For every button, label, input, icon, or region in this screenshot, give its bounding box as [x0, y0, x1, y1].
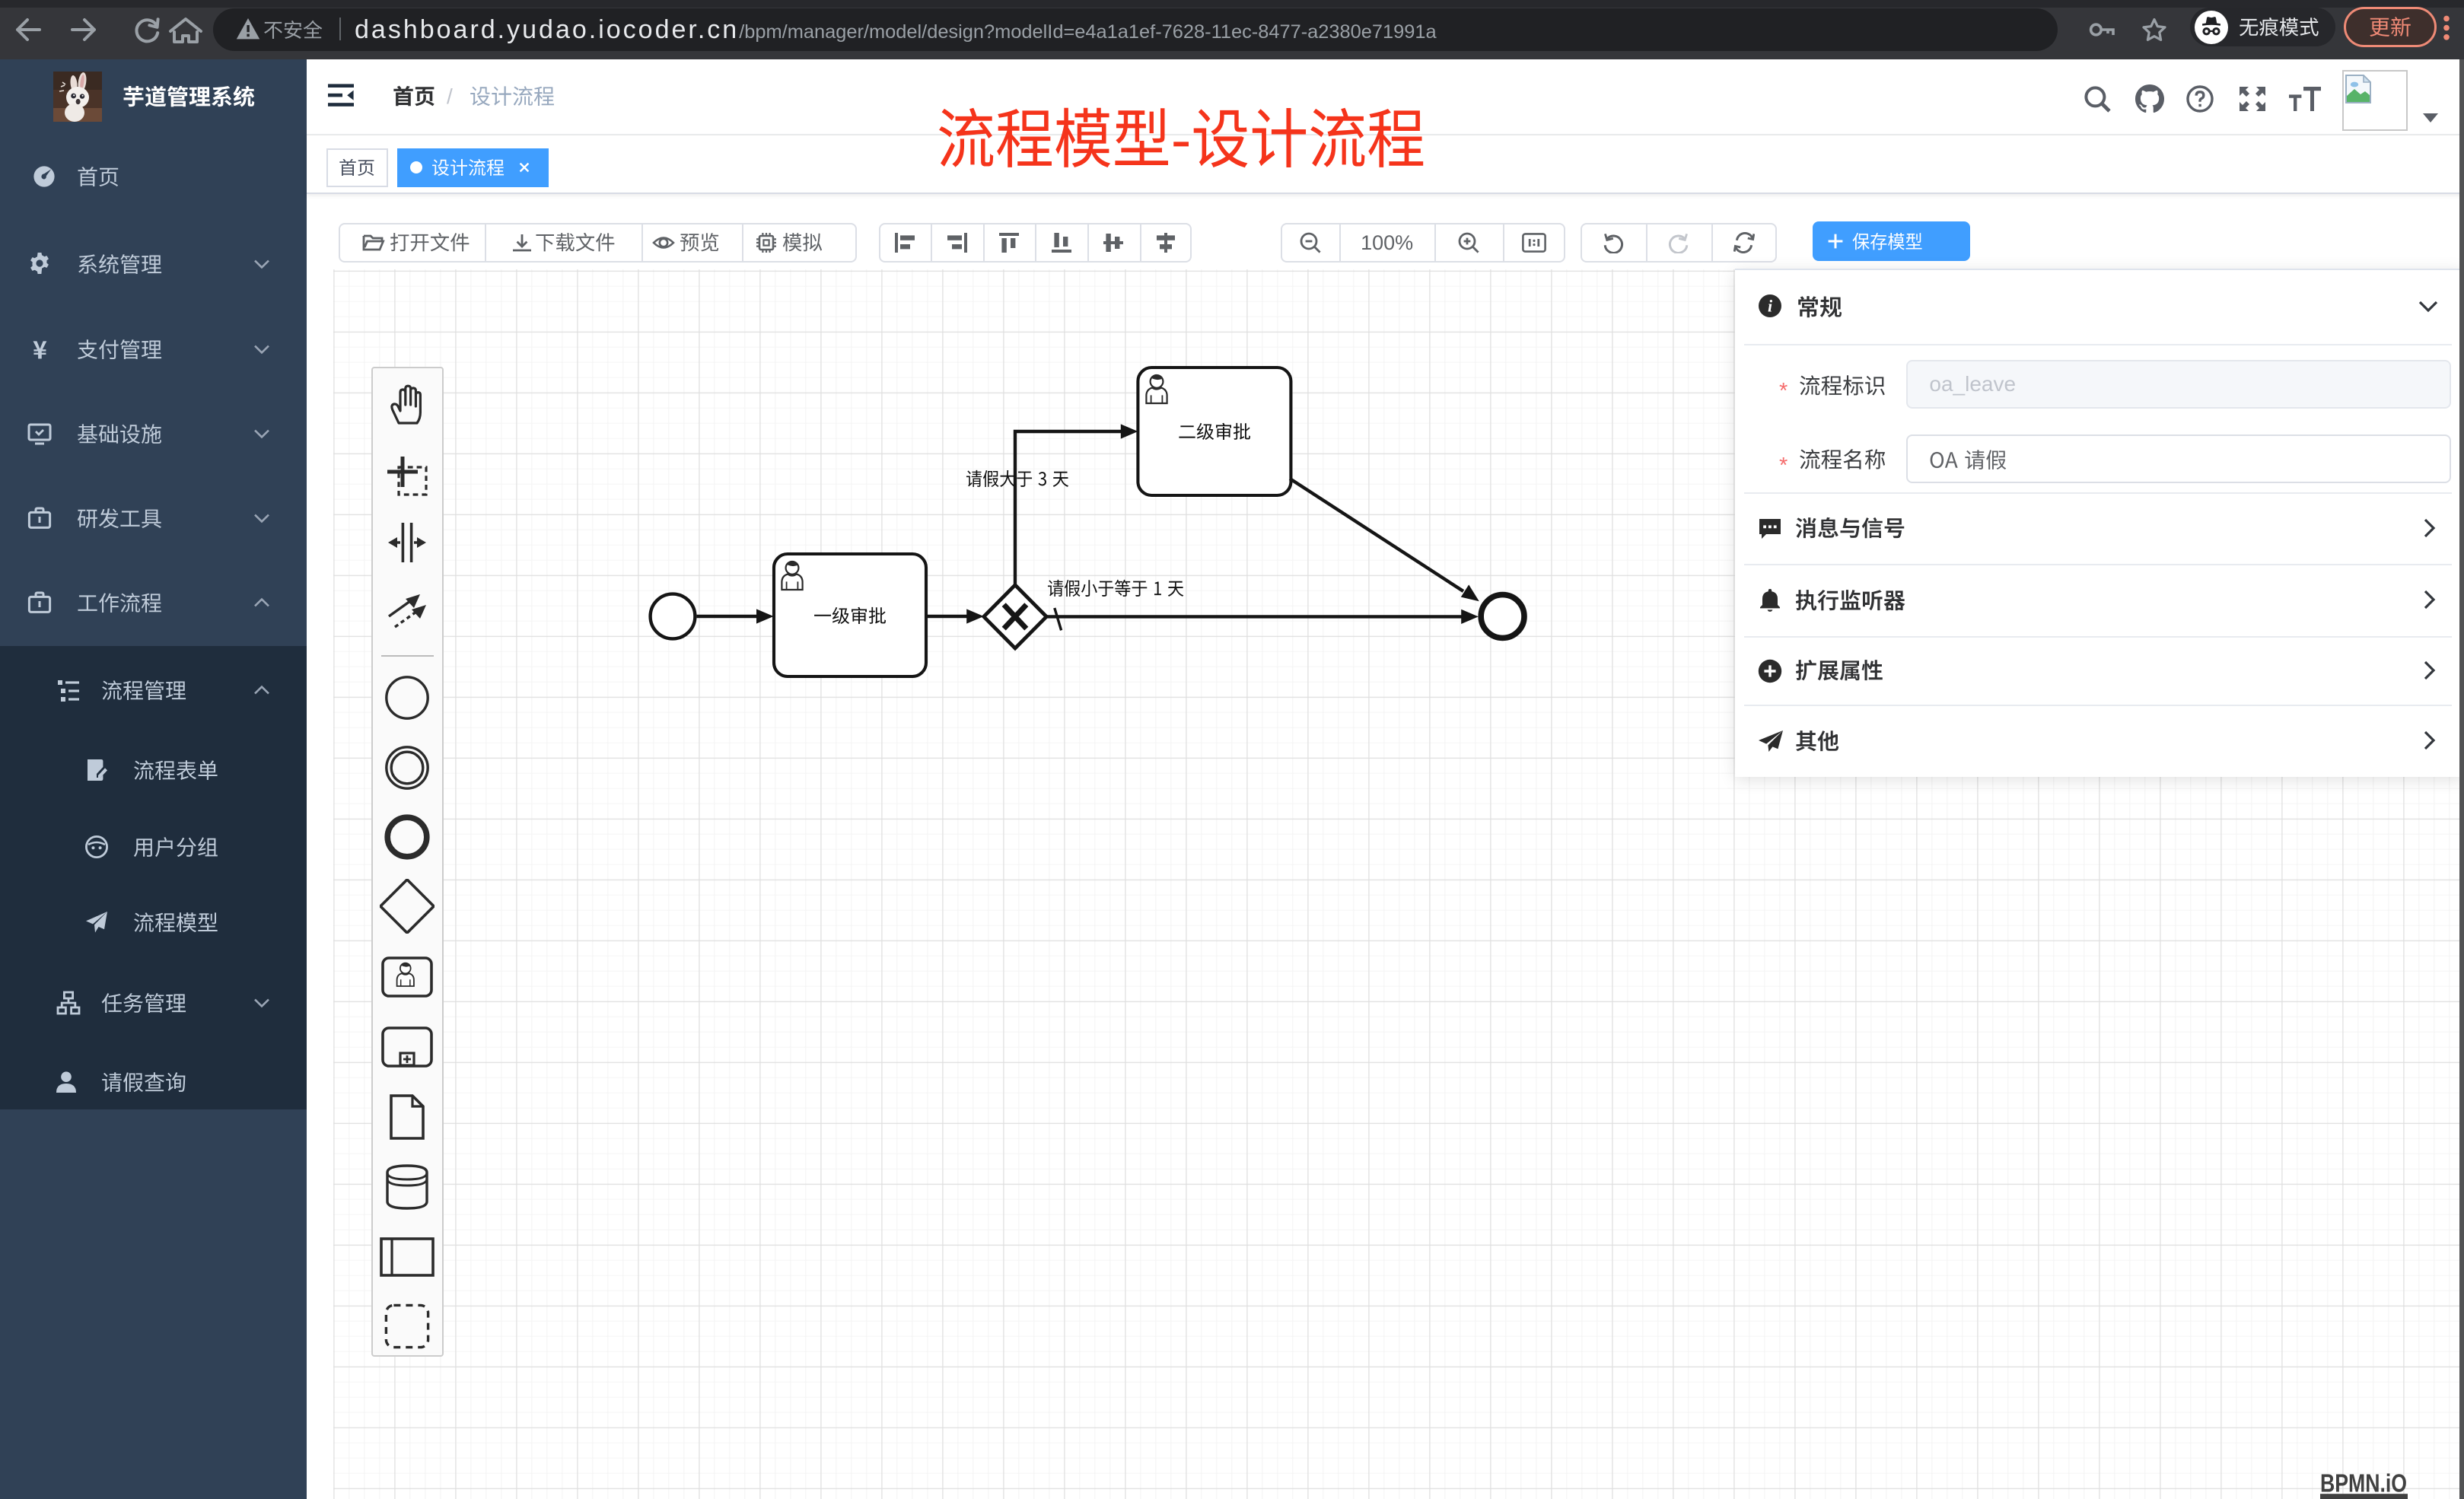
svg-text:BPMN.iO: BPMN.iO [2320, 1469, 2407, 1497]
svg-text:i: i [1768, 296, 1773, 315]
